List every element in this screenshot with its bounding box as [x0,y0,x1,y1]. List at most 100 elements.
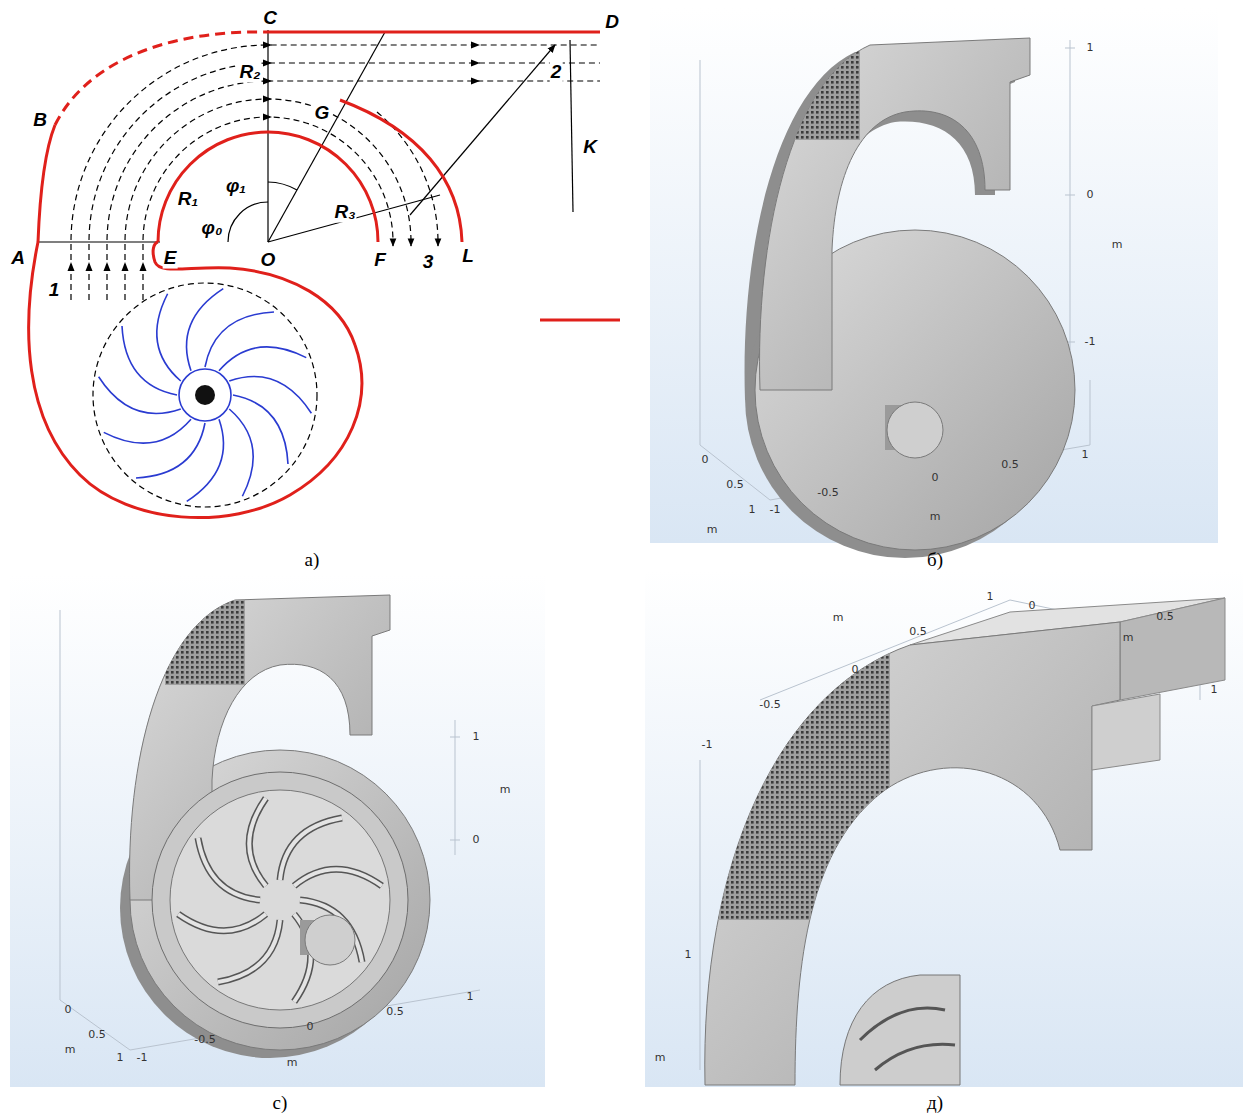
axis-tick-label: 1 [1211,684,1218,696]
drawing-part [219,323,306,405]
hub [179,369,231,421]
impeller-blades [860,1008,955,1070]
impeller-blades [99,289,312,502]
axis-tick-label: 0.5 [1156,611,1174,623]
drawing-part [540,319,620,322]
drawing-part [107,81,600,300]
impeller-circle [93,283,317,507]
point-label: 1 [48,280,61,301]
drawing-part [570,40,573,212]
axis-tick-label: 0 [702,454,709,466]
axis-tick-label: -0.5 [817,487,838,499]
point-label: φ₁ [225,176,247,197]
point-label: G [314,103,331,124]
flow-arrows [68,42,481,272]
axis-tick-label: 0 [307,1021,314,1033]
scheme-a [29,30,620,518]
axis-tick-label: 0.5 [386,1006,404,1018]
drawing-part [104,262,111,271]
drawing-part [38,241,160,242]
drawing-part [263,114,272,121]
axis-tick-label: 0 [1087,189,1094,201]
drawing-part [205,312,274,367]
panel-caption: с) [273,1093,288,1114]
axis-tick-label: 0 [932,472,939,484]
duct-lip [1092,694,1160,770]
axis-tick-label: -1 [137,1052,148,1064]
drawing-part [410,45,555,215]
axis-tick-label: 0 [65,1004,72,1016]
axis-tick-label: 0 [473,834,480,846]
casing [29,32,620,518]
model-b [650,8,1218,558]
drawing-part [229,354,311,441]
axis-tick-label: 1 [685,949,692,961]
plot-background [10,575,545,1087]
point-label: R₂ [239,62,262,83]
axis-tick-label: m [930,511,941,523]
axis-tick-label: 0 [852,664,859,676]
streamlines [71,45,600,300]
model-d [645,570,1243,1087]
drawing-part [340,100,462,242]
axis-tick-label: -0.5 [759,699,780,711]
axis-tick-label: 0.5 [909,626,927,638]
drawing-part [471,78,480,85]
point-label: F [373,250,387,271]
shaft [887,402,943,458]
drawing-part [86,262,93,271]
drawing-part [263,96,272,103]
drawing-part [136,423,205,478]
point-label: 3 [422,252,435,273]
drawing-part [263,60,272,67]
axis-tick-label: 1 [749,504,756,516]
point-label: R₃ [333,202,356,223]
point-label: L [461,246,475,267]
drawing-part [195,409,277,496]
axis-tick-label: 1 [467,991,474,1003]
drawing-part [60,610,61,1000]
volute-front [760,38,1030,390]
axis-tick-label: m [655,1052,666,1064]
impeller-detail [840,975,960,1085]
axis-tick-label: -1 [702,739,713,751]
axis-tick-label: 0.5 [88,1029,106,1041]
drawing-part [104,385,191,467]
point-label: 2 [550,62,563,83]
axis-tick-label: m [65,1044,76,1056]
drawing-part [263,78,272,85]
drawing-part [89,63,600,300]
drawing-part [268,195,440,242]
axis-tick-label: 1 [1087,42,1094,54]
drawing-part [29,242,362,518]
point-label: K [582,137,598,158]
drawing-part [233,395,288,464]
impeller-shroud [170,790,390,1010]
axis-tick-label: -1 [770,504,781,516]
housing-cutaway [152,772,408,1028]
drawing-part [122,326,177,395]
axis-tick-label: 0.5 [1001,459,1019,471]
drawing-part [471,60,480,67]
drawing-part [377,112,438,246]
axis-tick-label: m [500,784,511,796]
axis-tick-label: 0 [1029,600,1036,612]
drawing-part [122,262,129,271]
panel-caption: д) [927,1093,943,1114]
axis-tick-label: m [833,612,844,624]
drawing-part [471,42,480,49]
drawing-part [700,760,701,1070]
impeller-blades [178,798,382,1002]
duct-side [1120,598,1225,700]
perforated-mesh [165,585,245,685]
axis-tick-label: m [707,524,718,536]
drawing-part [450,737,460,840]
axis-tick-label: -0.5 [194,1034,215,1046]
drawing-part [38,125,55,242]
drawing-part [68,262,75,271]
drawing-part [268,182,297,190]
drawing-part [158,132,378,242]
perforated-mesh [700,640,890,920]
point-label: O [260,250,277,271]
drawing-part [60,1000,130,1050]
